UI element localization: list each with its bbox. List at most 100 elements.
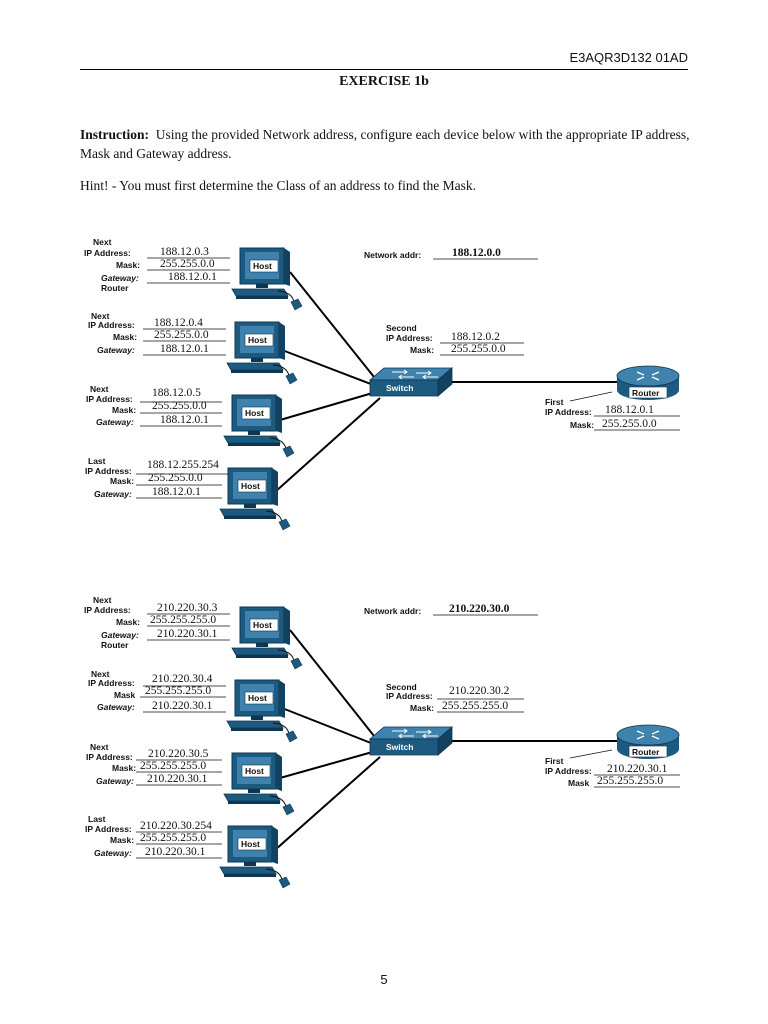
host-1-ip: 210.220.30.3	[157, 602, 218, 614]
host-3-gateway-label: Gateway:	[96, 417, 134, 427]
host-1-ip-label: IP Address:	[84, 248, 131, 258]
router-tag: Router	[632, 388, 660, 398]
instruction-text: Using the provided Network address, conf…	[80, 127, 690, 161]
host-4-icon: Host	[219, 467, 291, 531]
host-4-position: Last	[88, 456, 106, 466]
host-4-ip-label: IP Address:	[85, 824, 132, 834]
switch-ip: 188.12.0.2	[451, 331, 500, 343]
host-4-mask: 255.255.255.0	[140, 832, 206, 844]
switch-icon: Switch	[369, 367, 453, 397]
router-icon: Router	[616, 724, 680, 760]
switch-ip: 210.220.30.2	[449, 685, 510, 697]
host-1-position: Next	[93, 595, 112, 605]
diagram-1: Network addr: 188.12.0.0 Host Host Host …	[84, 237, 680, 531]
router-position: First	[545, 756, 564, 766]
router-ip: 210.220.30.1	[607, 763, 668, 775]
switch-tag: Switch	[386, 742, 413, 752]
host-1-mask: 255.255.255.0	[150, 614, 216, 626]
host-1-mask-label: Mask:	[116, 617, 140, 627]
host-2-gateway-label: Gateway:	[97, 702, 135, 712]
host-1-router-note: Router	[101, 640, 129, 650]
host-2-icon: Host	[226, 679, 298, 743]
instruction-paragraph: Instruction: Using the provided Network …	[80, 125, 690, 163]
host-3-position: Next	[90, 742, 109, 752]
host-2-mask-label: Mask:	[113, 332, 137, 342]
host-3-gateway-label: Gateway:	[96, 776, 134, 786]
host-4-mask: 255.255.0.0	[148, 472, 203, 484]
host-4-gateway: 210.220.30.1	[145, 846, 206, 858]
host-3-mask: 255.255.255.0	[140, 760, 206, 772]
host-4-ip: 188.12.255.254	[147, 459, 219, 471]
host-4-gateway-label: Gateway:	[94, 848, 132, 858]
host-2-gateway: 210.220.30.1	[152, 700, 213, 712]
host-3-mask-label: Mask:	[112, 763, 136, 773]
router-mask: 255.255.255.0	[597, 775, 663, 787]
switch-ip-label: IP Address:	[386, 691, 433, 701]
diagram-2: Network addr: 210.220.30.0 Host Host Hos…	[84, 595, 680, 889]
network-addr-value: 210.220.30.0	[449, 603, 510, 615]
host-3-ip: 188.12.0.5	[152, 387, 201, 399]
host-3-mask-label: Mask:	[112, 405, 136, 415]
switch-mask: 255.255.0.0	[451, 343, 506, 355]
host-2-ip: 210.220.30.4	[152, 673, 213, 685]
host-1-ip-label: IP Address:	[84, 605, 131, 615]
host-tag: Host	[253, 261, 272, 271]
host-4-gateway-label: Gateway:	[94, 489, 132, 499]
document-code: E3AQR3D132 01AD	[569, 50, 688, 65]
exercise-title: EXERCISE 1b	[339, 74, 429, 89]
network-addr-label: Network addr:	[364, 606, 421, 616]
host-2-mask: 255.255.255.0	[145, 685, 211, 697]
host-2-gateway-label: Gateway:	[97, 345, 135, 355]
host-1-mask-label: Mask:	[116, 260, 140, 270]
host-3-ip: 210.220.30.5	[148, 748, 209, 760]
host-3-position: Next	[90, 384, 109, 394]
host-2-ip-label: IP Address:	[88, 320, 135, 330]
host-1-position: Next	[93, 237, 112, 247]
router-mask-label: Mask	[568, 778, 590, 788]
switch-icon: Switch	[369, 726, 453, 756]
router-tag: Router	[632, 747, 660, 757]
host-3-icon: Host	[223, 752, 295, 816]
host-4-ip: 210.220.30.254	[140, 820, 212, 832]
header-rule	[80, 69, 688, 70]
router-ip-label: IP Address:	[545, 766, 592, 776]
page-number: 5	[380, 972, 388, 987]
host-tag: Host	[248, 335, 267, 345]
host-1-icon: Host	[231, 606, 303, 670]
host-3-mask: 255.255.0.0	[152, 400, 207, 412]
router-mask-label: Mask:	[570, 420, 594, 430]
host-3-gateway: 188.12.0.1	[160, 414, 209, 426]
router-ip: 188.12.0.1	[605, 404, 654, 416]
network-addr-label: Network addr:	[364, 250, 421, 260]
host-2-ip-label: IP Address:	[88, 678, 135, 688]
host-2-ip: 188.12.0.4	[154, 317, 203, 329]
host-2-mask-label: Mask	[114, 690, 136, 700]
host-4-mask-label: Mask:	[110, 476, 134, 486]
host-1-router-note: Router	[101, 283, 129, 293]
switch-ip-label: IP Address:	[386, 333, 433, 343]
host-2-gateway: 188.12.0.1	[160, 343, 209, 355]
host-2-icon: Host	[226, 321, 298, 385]
host-1-gateway-label: Gateway:	[101, 630, 139, 640]
switch-tag: Switch	[386, 383, 413, 393]
host-tag: Host	[253, 620, 272, 630]
switch-mask: 255.255.255.0	[442, 700, 508, 712]
host-4-position: Last	[88, 814, 106, 824]
host-2-mask: 255.255.0.0	[154, 329, 209, 341]
host-tag: Host	[245, 766, 264, 776]
router-icon: Router	[616, 365, 680, 401]
switch-mask-label: Mask:	[410, 345, 434, 355]
host-1-gateway-label: Gateway:	[101, 273, 139, 283]
host-tag: Host	[248, 693, 267, 703]
instruction-label: Instruction:	[80, 127, 150, 142]
host-2-position: Next	[91, 669, 110, 679]
router-ip-label: IP Address:	[545, 407, 592, 417]
host-2-position: Next	[91, 311, 110, 321]
host-tag: Host	[241, 839, 260, 849]
host-3-ip-label: IP Address:	[86, 394, 133, 404]
router-mask: 255.255.0.0	[602, 418, 657, 430]
host-4-gateway: 188.12.0.1	[152, 486, 201, 498]
host-4-mask-label: Mask:	[110, 835, 134, 845]
router-position: First	[545, 397, 564, 407]
